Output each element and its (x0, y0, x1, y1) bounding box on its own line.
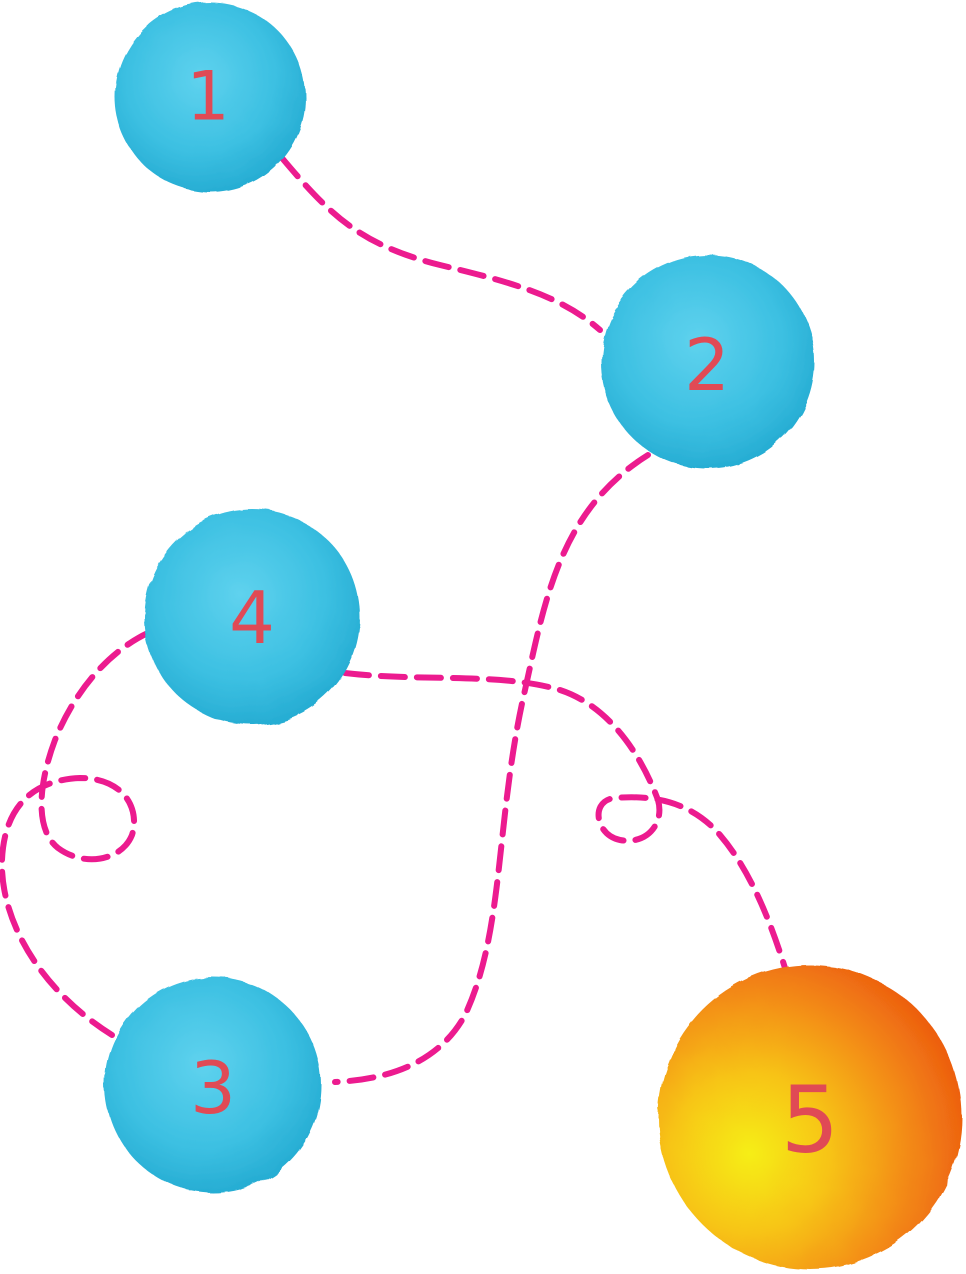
connector-paths (0, 155, 788, 1085)
node-3-circle (105, 977, 321, 1193)
node-5-circle (658, 965, 962, 1269)
node-2-circle (601, 255, 815, 469)
connector-1-2 (279, 155, 603, 333)
connector-2-3 (332, 452, 651, 1085)
connector-4-5 (342, 670, 788, 971)
node-5: 5 (658, 965, 962, 1269)
node-2-label: 2 (684, 323, 730, 407)
node-4: 4 (144, 509, 360, 725)
node-4-circle (144, 509, 360, 725)
node-3-label: 3 (190, 1046, 236, 1130)
node-2: 2 (601, 255, 815, 469)
connector-3-4 (0, 629, 153, 1038)
node-1: 1 (115, 2, 305, 192)
node-1-circle (115, 2, 305, 192)
node-5-label: 5 (781, 1067, 840, 1174)
node-1-label: 1 (186, 58, 229, 137)
node-4-label: 4 (229, 576, 275, 660)
node-3: 3 (105, 977, 321, 1193)
